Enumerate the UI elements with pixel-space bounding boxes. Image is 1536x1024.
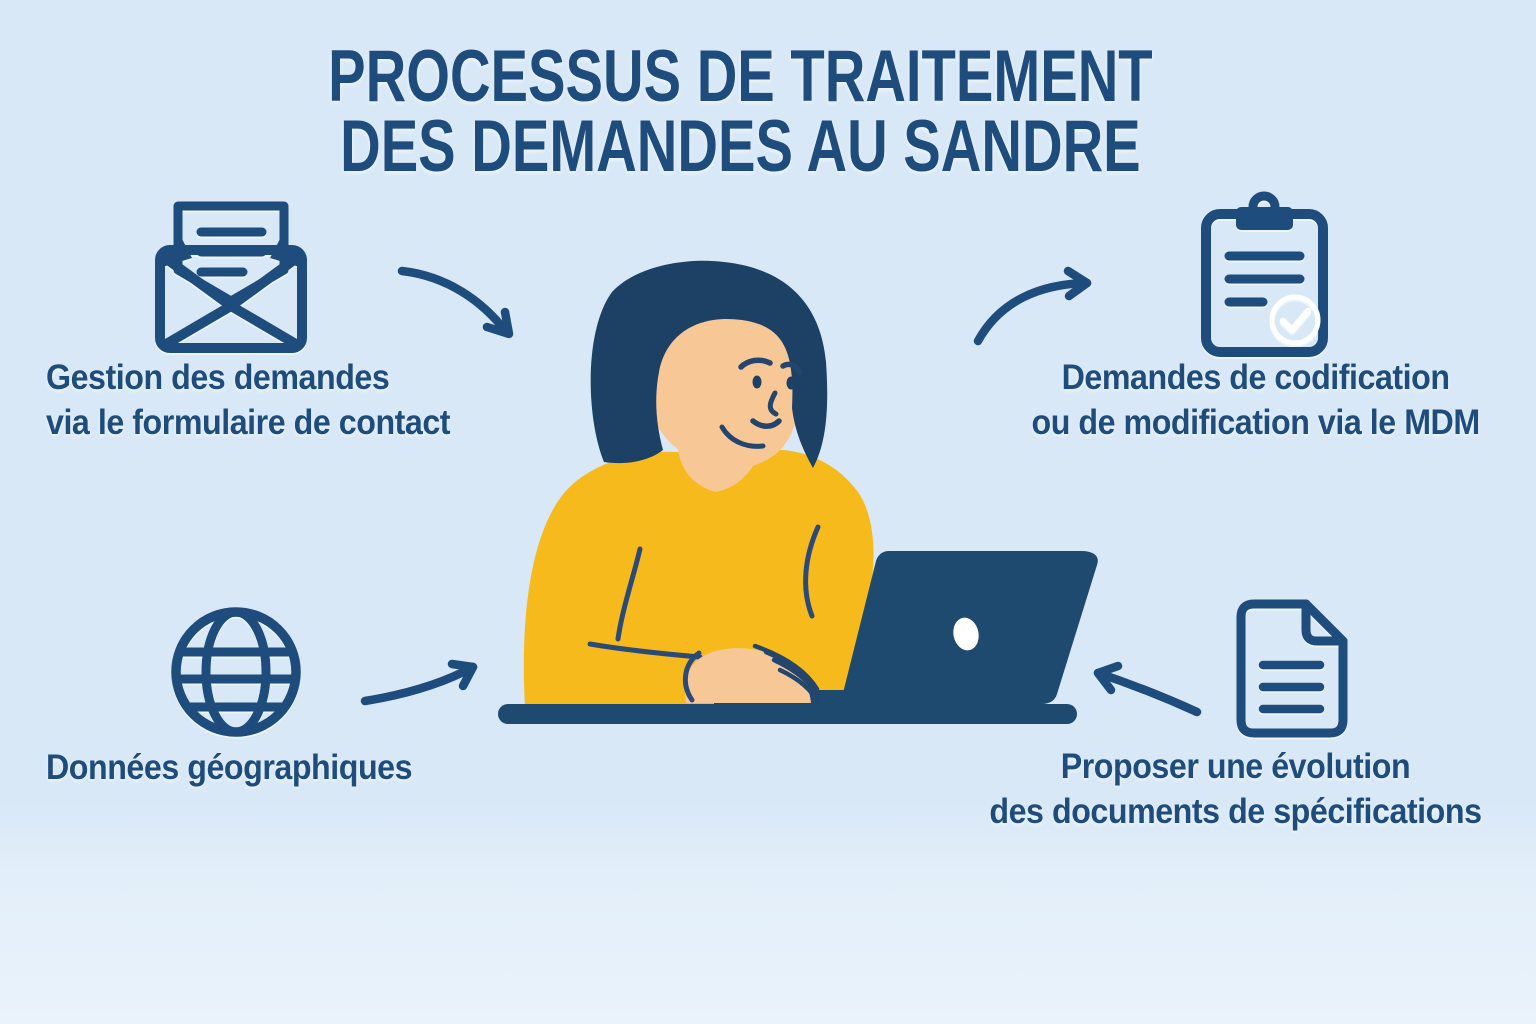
document-lines-icon: [1236, 599, 1348, 738]
label-geographic-data-line1: Données géographiques: [46, 748, 413, 787]
label-codification-requests: Demandes de codification ou de modificat…: [994, 355, 1518, 445]
open-envelope-letter-icon: [155, 201, 307, 353]
page-title-line1: PROCESSUS DE TRAITEMENT: [327, 36, 1153, 117]
finger-lines: [752, 643, 823, 706]
label-contact-form-requests: Gestion des demandes via le formulaire d…: [46, 355, 485, 445]
globe-icon: [171, 607, 301, 737]
label-specification-evolution-line2: des documents de spécifications: [989, 792, 1482, 831]
hair: [590, 260, 828, 468]
arrow-bottom-left: [360, 659, 478, 706]
sweater: [523, 449, 874, 707]
sweater-arm-lines: [587, 524, 821, 660]
desk: [498, 704, 1077, 724]
sleeve-cuff: [682, 650, 702, 703]
label-codification-requests-line1: Demandes de codification: [1062, 358, 1450, 397]
clipboard-check-icon: [1201, 191, 1328, 357]
label-contact-form-requests-line1: Gestion des demandes: [46, 358, 390, 397]
label-contact-form-requests-line2: via le formulaire de contact: [46, 403, 451, 442]
page-title: PROCESSUS DE TRAITEMENT DES DEMANDES AU …: [0, 36, 1480, 187]
label-specification-evolution: Proposer une évolution des documents de …: [968, 744, 1492, 834]
laptop-logo: [953, 617, 979, 651]
woman-at-laptop-illustration: [498, 260, 1098, 724]
arrow-top-left: [397, 266, 514, 339]
label-specification-evolution-line1: Proposer une évolution: [1060, 747, 1411, 786]
label-geographic-data: Données géographiques: [46, 745, 444, 790]
label-codification-requests-line2: ou de modification via le MDM: [1031, 403, 1481, 442]
arrow-top-right: [973, 266, 1092, 346]
flow-arrows: [360, 266, 1202, 717]
face-features: [719, 357, 803, 449]
page-title-line2: DES DEMANDES AU SANDRE: [339, 106, 1141, 187]
arrow-bottom-right: [1093, 661, 1202, 717]
